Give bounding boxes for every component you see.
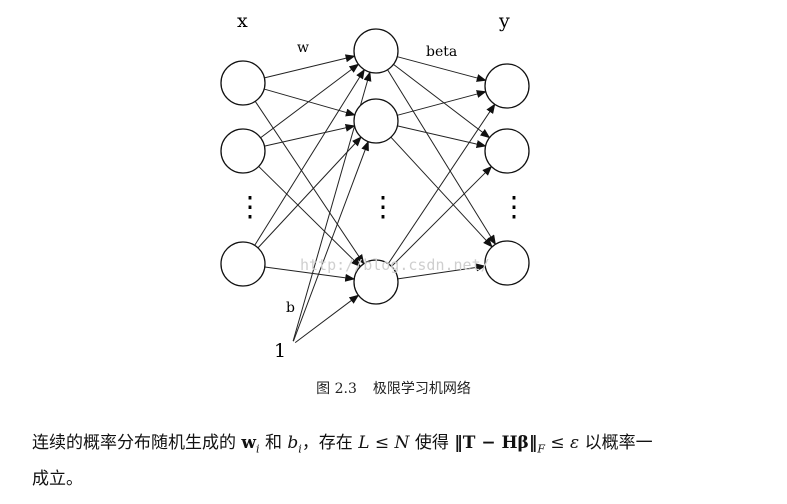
caption-title: 极限学习机网络 [372,381,471,397]
bias-edge [294,294,360,344]
output-node-1 [484,63,530,109]
math-condition: L ≤ N [358,433,410,453]
input-node-n [220,241,266,287]
input-hidden-edge [264,54,356,79]
hidden-output-edge [397,56,487,82]
bias-weight-label: b [286,300,295,316]
input-hidden-edge [254,68,365,246]
bias-edge [292,140,369,342]
input-ellipsis: ⋮ [236,190,264,223]
hidden-output-edge [397,263,487,280]
math-b-sub: i [298,442,302,456]
math-w: w [241,433,257,453]
input-node-1 [220,60,266,106]
input-hidden-edge [264,266,356,282]
text-segment: 使得 [414,433,449,453]
input-hidden-edge [264,123,356,147]
output-node-m [484,240,530,286]
hidden-node-l [353,259,399,305]
input-hidden-edge [258,166,362,268]
input-hidden-edge [264,88,356,117]
hidden-output-edge [387,69,496,246]
hidden-output-edge [390,136,493,248]
weight-label: w [297,40,309,56]
bias-input-label: 1 [274,340,286,362]
output-node-2 [484,128,530,174]
input-node-2 [220,128,266,174]
input-label: x [237,10,248,32]
hidden-ellipsis: ⋮ [369,190,397,223]
network-connections [254,54,496,344]
elm-network-diagram: x y w beta b 1 ⋮ ⋮ ⋮ http://blog.csdn.ne… [220,10,530,362]
hidden-output-edge [387,103,496,264]
math-norm-sub: F [537,442,545,456]
hidden-node-2 [353,98,399,144]
beta-label: beta [426,44,457,60]
paragraph-line-1: 连续的概率分布随机生成的 wi 和 bi，存在 L ≤ N 使得 ‖T − Hβ… [32,428,752,464]
math-norm: ‖T − Hβ‖ [454,433,538,453]
math-b: b [287,433,299,453]
output-label: y [498,10,510,32]
watermark: http://blog.csdn.net/ [300,256,490,274]
text-segment: 连续的概率分布随机生成的 [32,433,236,453]
hidden-output-edge [393,63,491,139]
input-hidden-edge [254,101,365,265]
output-ellipsis: ⋮ [500,190,528,223]
hidden-output-edge [397,90,487,116]
input-hidden-edge [260,63,360,139]
hidden-output-edge [391,165,493,267]
input-hidden-edge [257,136,362,249]
math-w-sub: i [256,442,260,456]
hidden-node-1 [353,28,399,74]
text-segment: 以概率一 [584,433,653,453]
text-segment: ，存在 [301,433,353,453]
paragraph-line-2: 成立。 [32,469,83,490]
body-paragraph: 连续的概率分布随机生成的 wi 和 bi，存在 L ≤ N 使得 ‖T − Hβ… [32,428,752,494]
math-inequality: ≤ ε [550,433,580,453]
caption-number: 图 2.3 [316,381,357,397]
text-and: 和 [264,433,282,453]
hidden-output-edge [397,125,487,148]
figure-caption: 图 2.3 极限学习机网络 [0,378,787,398]
